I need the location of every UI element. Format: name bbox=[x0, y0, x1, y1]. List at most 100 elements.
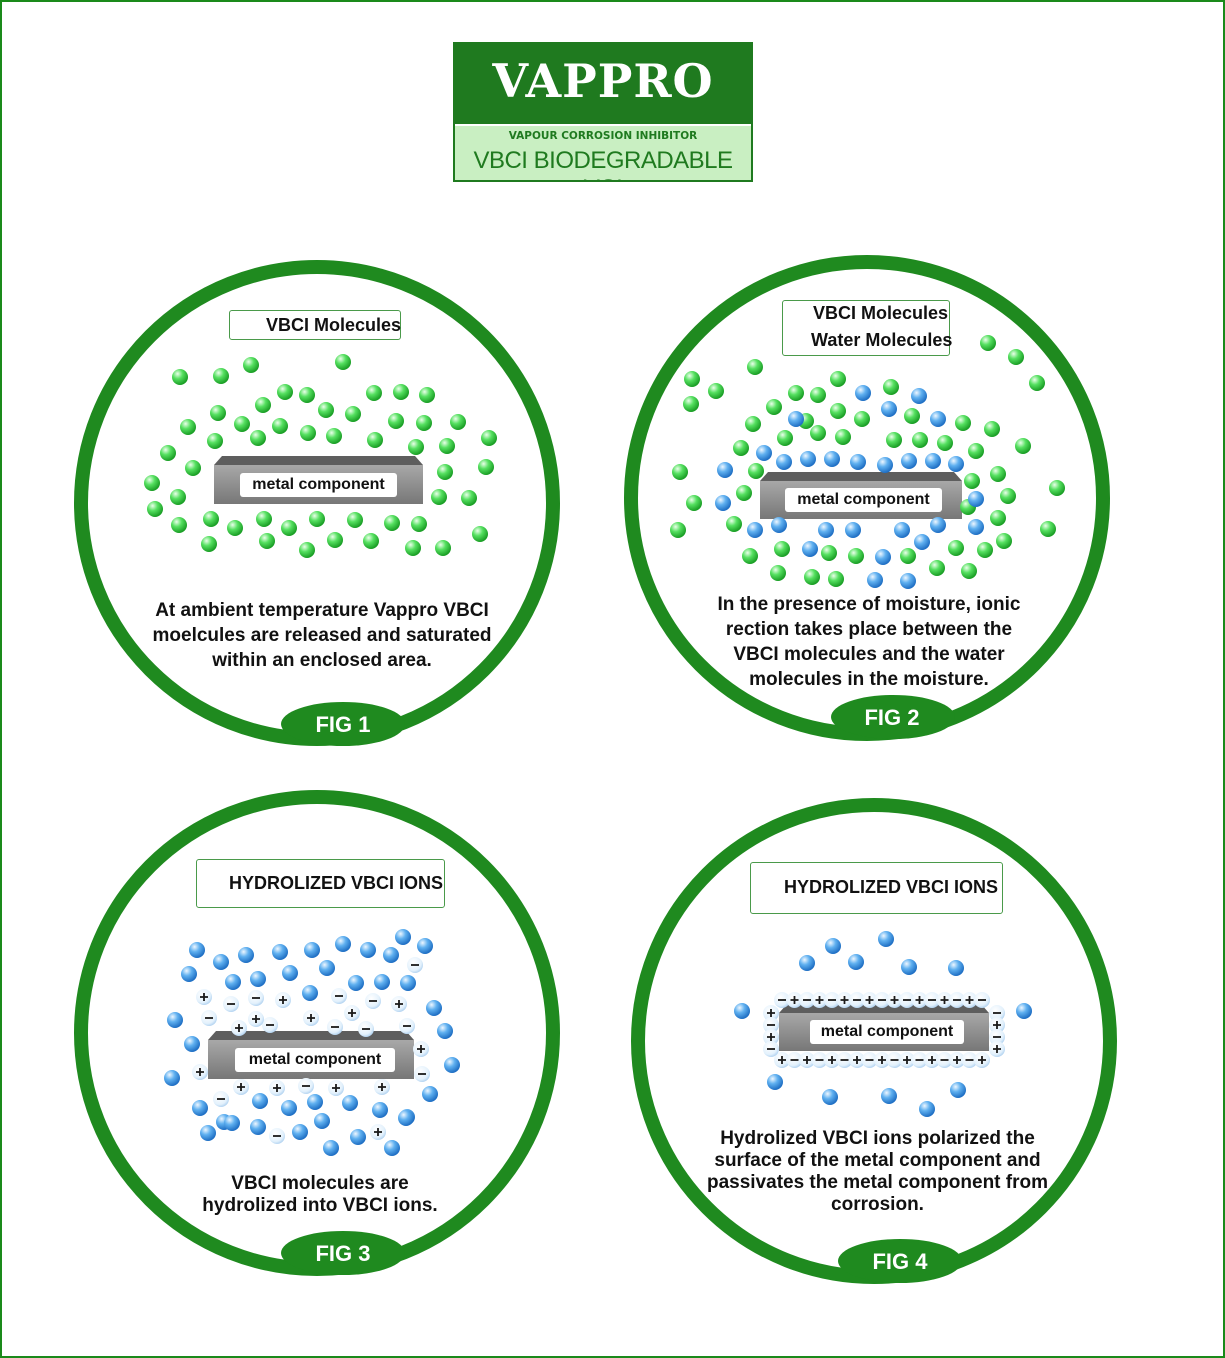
vbci-molecule bbox=[272, 418, 288, 434]
vbci-molecule bbox=[777, 430, 793, 446]
vbci-molecule bbox=[299, 542, 315, 558]
vbci-molecule bbox=[1008, 349, 1024, 365]
plus-sign bbox=[790, 996, 799, 1004]
water-molecule bbox=[822, 1089, 838, 1105]
vbci-molecule bbox=[234, 416, 250, 432]
water-molecule bbox=[914, 534, 930, 550]
water-molecule bbox=[167, 1012, 183, 1028]
vbci-molecule bbox=[912, 432, 928, 448]
vbci-molecule bbox=[281, 520, 297, 536]
water-molecule bbox=[919, 1101, 935, 1117]
water-molecule bbox=[422, 1086, 438, 1102]
logo-product: VBCI BIODEGRADABLE VCI bbox=[473, 147, 733, 180]
plus-sign bbox=[978, 1056, 986, 1064]
vbci-molecule bbox=[904, 408, 920, 424]
vbci-molecule bbox=[170, 489, 186, 505]
fig1-label: FIG 1 bbox=[315, 712, 371, 737]
water-molecule bbox=[319, 960, 335, 976]
fig4-caption-line: corrosion. bbox=[831, 1194, 924, 1215]
logo-bottom-band bbox=[455, 124, 751, 180]
water-molecule bbox=[845, 522, 861, 538]
vbci-molecule bbox=[327, 532, 343, 548]
fig1-label-tab bbox=[281, 702, 405, 746]
vbci-molecule bbox=[363, 533, 379, 549]
water-molecule bbox=[323, 1140, 339, 1156]
water-molecule bbox=[894, 522, 910, 538]
water-molecule bbox=[800, 451, 816, 467]
vbci-molecule bbox=[726, 516, 742, 532]
water-molecule bbox=[426, 1000, 442, 1016]
water-molecule bbox=[224, 1115, 240, 1131]
vbci-molecule bbox=[250, 430, 266, 446]
water-molecule bbox=[192, 1100, 208, 1116]
vbci-molecule bbox=[345, 406, 361, 422]
vbci-molecule bbox=[984, 421, 1000, 437]
vbci-molecule bbox=[300, 425, 316, 441]
water-molecule bbox=[747, 522, 763, 538]
vbci-molecule bbox=[408, 439, 424, 455]
plus-sign bbox=[993, 1045, 1001, 1053]
fig1-caption-line: within an enclosed area. bbox=[212, 650, 432, 671]
plus-sign bbox=[778, 1056, 786, 1064]
vbci-molecule bbox=[955, 415, 971, 431]
fig4-label: FIG 4 bbox=[872, 1249, 928, 1274]
vbci-molecule bbox=[431, 489, 447, 505]
plus-sign bbox=[374, 1128, 382, 1136]
fig3-legend: HYDROLIZED VBCI IONS bbox=[196, 859, 445, 908]
water-molecule bbox=[802, 541, 818, 557]
vbci-molecule bbox=[770, 565, 786, 581]
vbci-molecule bbox=[774, 541, 790, 557]
fig4-legend: HYDROLIZED VBCI IONS bbox=[750, 862, 1003, 914]
water-molecule bbox=[184, 1036, 200, 1052]
vbci-molecule bbox=[977, 542, 993, 558]
fig3-metal-label: metal component bbox=[235, 1048, 395, 1072]
plus-sign bbox=[878, 1056, 886, 1064]
fig4-metal-label: metal component bbox=[810, 1020, 964, 1044]
vbci-molecule bbox=[461, 490, 477, 506]
water-molecule bbox=[281, 1100, 297, 1116]
plus-sign bbox=[237, 1083, 245, 1091]
vbci-molecule bbox=[255, 397, 271, 413]
vbci-molecule bbox=[742, 548, 758, 564]
fig2-caption-line: rection takes place between the bbox=[725, 619, 1013, 640]
water-molecule bbox=[717, 462, 733, 478]
vbci-molecule bbox=[203, 511, 219, 527]
vbci-molecule bbox=[1000, 488, 1016, 504]
plus-sign bbox=[767, 1009, 775, 1017]
water-molecule bbox=[360, 942, 376, 958]
vbci-molecule bbox=[1049, 480, 1065, 496]
fig1-legend: VBCI Molecules bbox=[229, 310, 401, 340]
plus-sign bbox=[200, 993, 208, 1001]
vbci-molecule bbox=[481, 430, 497, 446]
plus-sign bbox=[348, 1009, 356, 1017]
water-molecule bbox=[855, 385, 871, 401]
water-molecule bbox=[925, 453, 941, 469]
vbci-molecule bbox=[821, 545, 837, 561]
water-molecule bbox=[250, 971, 266, 987]
vbci-molecule bbox=[405, 540, 421, 556]
water-molecule bbox=[181, 966, 197, 982]
vbci-molecule bbox=[411, 516, 427, 532]
vbci-molecule bbox=[828, 571, 844, 587]
vbci-molecule bbox=[309, 511, 325, 527]
water-molecule bbox=[250, 1119, 266, 1135]
plus-sign bbox=[417, 1045, 425, 1053]
fig3-label: FIG 3 bbox=[315, 1241, 371, 1266]
plus-sign bbox=[840, 996, 849, 1004]
vbci-molecule bbox=[708, 383, 724, 399]
water-molecule bbox=[788, 411, 804, 427]
vbci-molecule bbox=[435, 540, 451, 556]
vbci-molecule bbox=[437, 464, 453, 480]
water-molecule bbox=[302, 985, 318, 1001]
fig4-caption: Hydrolized VBCI ions polarized the surfa… bbox=[700, 1128, 1055, 1216]
water-molecule bbox=[350, 1129, 366, 1145]
water-molecule bbox=[307, 1094, 323, 1110]
vbci-molecule bbox=[207, 433, 223, 449]
water-molecule bbox=[878, 931, 894, 947]
vbci-molecule bbox=[171, 517, 187, 533]
vbci-molecule bbox=[478, 459, 494, 475]
fig1-metal-label: metal component bbox=[240, 473, 397, 497]
water-molecule bbox=[930, 517, 946, 533]
vbci-molecule bbox=[144, 475, 160, 491]
